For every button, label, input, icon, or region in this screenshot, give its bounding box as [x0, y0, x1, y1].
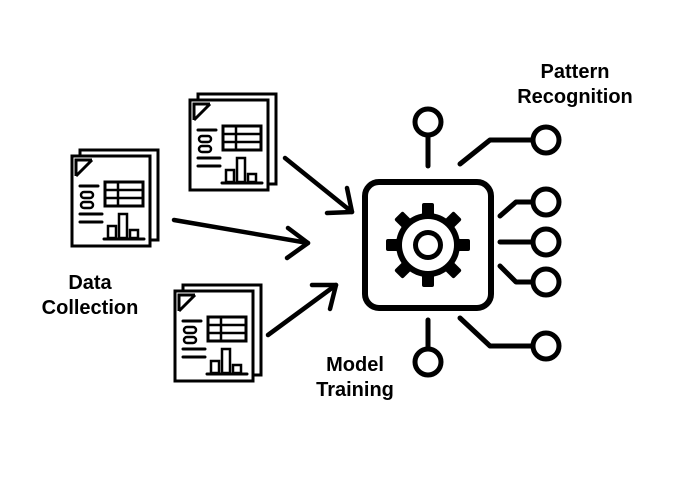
arrow-right-icon-middle	[171, 217, 311, 261]
data-collection-label: Data Collection	[20, 271, 160, 321]
circuit-node-icon-upper-right	[457, 124, 562, 167]
document-icon-middle	[70, 148, 160, 248]
circuit-node-icon-right-2	[497, 226, 562, 258]
pattern-recognition-label-line-2: Recognition	[517, 86, 633, 108]
arrow-right-icon-bottom	[265, 282, 339, 338]
gear-icon	[386, 203, 470, 287]
circuit-node-icon-bottom	[412, 317, 444, 378]
circuit-node-icon-lower-right	[457, 315, 562, 362]
data-collection-label-line-1: Data	[68, 272, 112, 294]
pattern-recognition-label-line-1: Pattern	[540, 61, 610, 83]
model-training-label-line-1: Model	[326, 354, 384, 376]
arrow-right-icon-top	[282, 155, 355, 216]
model-training-label-line-2: Training	[316, 379, 394, 401]
document-icon-bottom	[173, 283, 263, 383]
document-icon-top	[188, 92, 278, 192]
circuit-node-icon-top	[412, 106, 444, 169]
data-collection-label-line-2: Collection	[41, 297, 139, 319]
circuit-node-icon-right-1	[497, 186, 562, 219]
pattern-recognition-label: Pattern Recognition	[490, 60, 660, 110]
model-training-label: Model Training	[290, 353, 420, 403]
circuit-node-icon-right-3	[497, 263, 562, 298]
gear-chip-icon	[362, 179, 494, 311]
